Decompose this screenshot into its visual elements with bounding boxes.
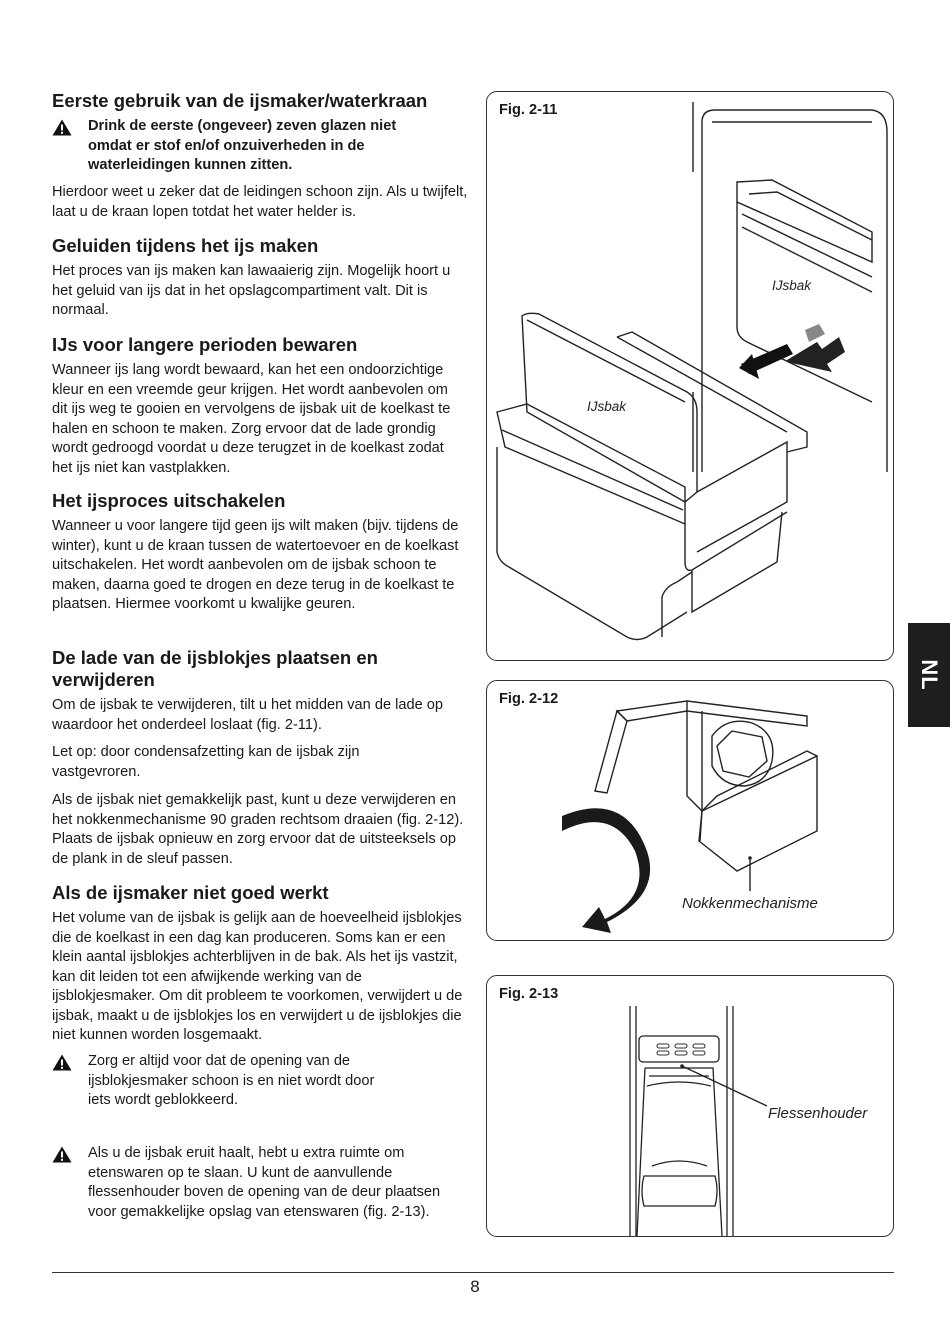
figure-2-11: Fig. 2-11 IJsbak IJsbak <box>486 91 894 661</box>
heading-first-use: Eerste gebruik van de ijsmaker/waterkraa… <box>52 90 428 111</box>
paragraph-switch-off: Wanneer u voor langere tijd geen ijs wil… <box>52 518 459 612</box>
figure-2-13: Fig. 2-13 Flessenhouder <box>486 975 894 1237</box>
heading-sounds: Geluiden tijdens het ijs maken <box>52 235 319 256</box>
heading-malfunction: Als de ijsmaker niet goed werkt <box>52 882 329 903</box>
warning-icon <box>52 1146 72 1163</box>
caption-flessenhouder: Flessenhouder <box>768 1105 868 1122</box>
figure-label: Fig. 2-11 <box>499 102 558 118</box>
heading-long-storage: IJs voor langere perioden bewaren <box>52 334 358 355</box>
language-tab-label: NL <box>917 659 942 691</box>
figure-label: Fig. 2-12 <box>499 691 559 707</box>
warning-text: Drink de eerste (ongeveer) zeven glazen … <box>88 118 397 173</box>
heading-tray: De lade van de ijsblokjes plaatsen en ve… <box>52 647 378 690</box>
warning-text: Zorg er altijd voor dat de opening van d… <box>88 1053 375 1108</box>
figure-label: Fig. 2-13 <box>499 986 559 1002</box>
bottle-holder-illustration <box>629 1006 768 1236</box>
cam-mechanism-illustration <box>562 700 818 933</box>
warning-opening-clean: Zorg er altijd voor dat de opening van d… <box>52 1052 468 1111</box>
footer-divider <box>52 1272 894 1273</box>
warning-icon <box>52 1054 72 1071</box>
heading-switch-off: Het ijsproces uitschakelen <box>52 490 286 511</box>
language-tab: NL <box>908 623 950 727</box>
paragraph-tray-2: Let op: door condensafzetting kan de ijs… <box>52 744 360 780</box>
paragraph-tray-3: Als de ijsbak niet gemakkelijk past, kun… <box>52 792 464 867</box>
ice-bin-removal-illustration <box>496 102 888 641</box>
paragraph-first-use: Hierdoor weet u zeker dat de leidingen s… <box>52 184 468 220</box>
figure-2-12: Fig. 2-12 Nokkenmechanisme <box>486 680 894 941</box>
paragraph-long-storage: Wanneer ijs lang wordt bewaard, kan het … <box>52 362 451 476</box>
warning-first-glasses: Drink de eerste (ongeveer) zeven glazen … <box>52 117 468 176</box>
caption-ijsbak-front: IJsbak <box>587 399 627 414</box>
warning-extra-space: Als u de ijsbak eruit haalt, hebt u extr… <box>52 1144 468 1222</box>
paragraph-malfunction: Het volume van de ijsbak is gelijk aan d… <box>52 910 463 1043</box>
caption-ijsbak-door: IJsbak <box>772 278 812 293</box>
caption-nokkenmechanisme: Nokkenmechanisme <box>682 895 818 912</box>
warning-text: Als u de ijsbak eruit haalt, hebt u extr… <box>88 1145 441 1220</box>
paragraph-tray-1: Om de ijsbak te verwijderen, tilt u het … <box>52 697 444 733</box>
warning-icon <box>52 119 72 136</box>
paragraph-sounds: Het proces van ijs maken kan lawaaierig … <box>52 263 451 318</box>
page-number: 8 <box>470 1277 480 1296</box>
